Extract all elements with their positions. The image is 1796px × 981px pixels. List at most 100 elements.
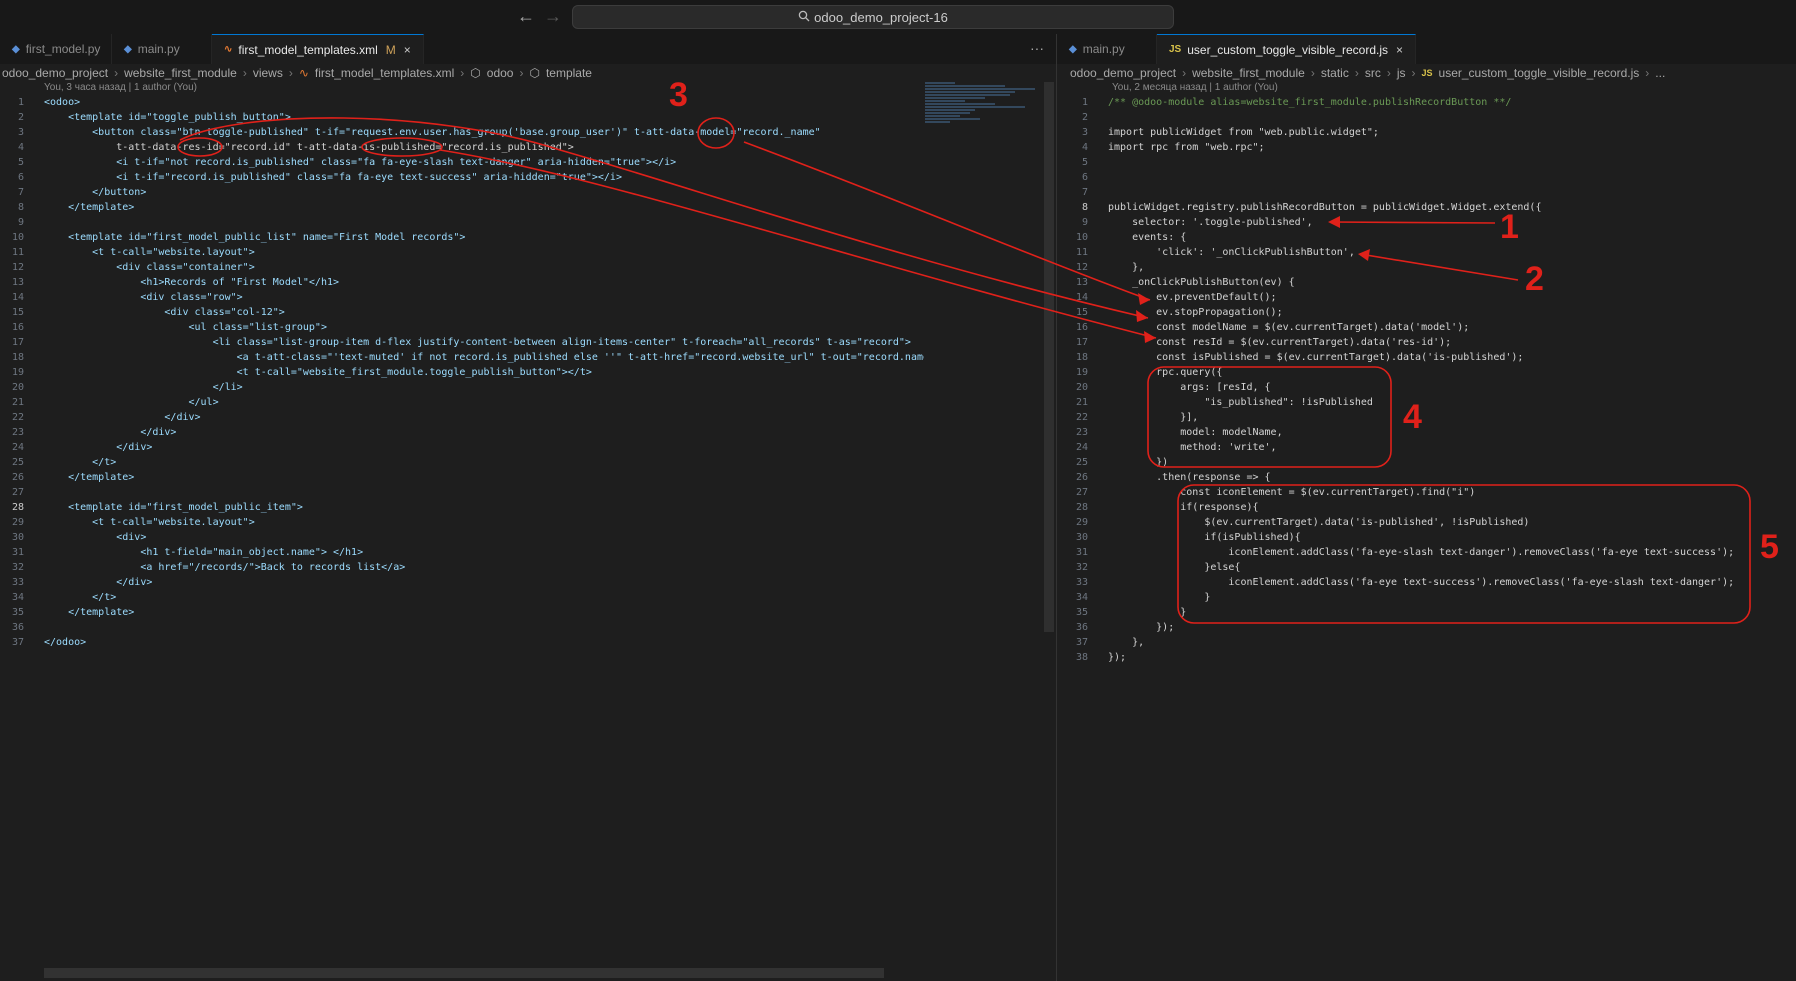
close-icon[interactable]: × xyxy=(1396,42,1404,57)
back-arrow-icon[interactable]: ← xyxy=(517,6,535,26)
code-line[interactable]: 28 <template id="first_model_public_item… xyxy=(0,500,924,515)
code-line[interactable]: 29 <t t-call="website.layout"> xyxy=(0,515,924,530)
minimap[interactable] xyxy=(925,82,1043,142)
left-code-editor[interactable]: 1<odoo>2 <template id="toggle_publish_bu… xyxy=(0,95,924,650)
code-line[interactable]: 6 xyxy=(1064,170,1794,185)
code-line[interactable]: 16 <ul class="list-group"> xyxy=(0,320,924,335)
code-line[interactable]: 22 </div> xyxy=(0,410,924,425)
code-line[interactable]: 25 }) xyxy=(1064,455,1794,470)
code-line[interactable]: 5 xyxy=(1064,155,1794,170)
breadcrumb-item[interactable]: first_model_templates.xml xyxy=(314,65,455,80)
editor-split-divider[interactable] xyxy=(1056,34,1057,981)
code-line[interactable]: 12 }, xyxy=(1064,260,1794,275)
breadcrumb-item[interactable]: website_first_module xyxy=(124,65,237,80)
code-line[interactable]: 14 ev.preventDefault(); xyxy=(1064,290,1794,305)
breadcrumb-item[interactable]: odoo_demo_project xyxy=(2,65,109,80)
code-line[interactable]: 22 }], xyxy=(1064,410,1794,425)
code-line[interactable]: 11 <t t-call="website.layout"> xyxy=(0,245,924,260)
blame-annotation[interactable]: You, 3 часа назад | 1 author (You) xyxy=(44,82,197,93)
code-line[interactable]: 13 <h1>Records of "First Model"</h1> xyxy=(0,275,924,290)
breadcrumb-item[interactable]: js xyxy=(1396,65,1406,80)
code-line[interactable]: 11 'click': '_onClickPublishButton', xyxy=(1064,245,1794,260)
code-line[interactable]: 3 <button class="btn toggle-published" t… xyxy=(0,125,924,140)
code-line[interactable]: 2 xyxy=(1064,110,1794,125)
code-line[interactable]: 38}); xyxy=(1064,650,1794,665)
code-line[interactable]: 9 xyxy=(0,215,924,230)
right-code-editor[interactable]: 1/** @odoo-module alias=website_first_mo… xyxy=(1064,95,1794,665)
code-line[interactable]: 33 iconElement.addClass('fa-eye text-suc… xyxy=(1064,575,1794,590)
code-line[interactable]: 34 } xyxy=(1064,590,1794,605)
code-line[interactable]: 17 const resId = $(ev.currentTarget).dat… xyxy=(1064,335,1794,350)
code-line[interactable]: 24 method: 'write', xyxy=(1064,440,1794,455)
code-line[interactable]: 26 .then(response => { xyxy=(1064,470,1794,485)
code-line[interactable]: 13 _onClickPublishButton(ev) { xyxy=(1064,275,1794,290)
code-line[interactable]: 36 xyxy=(0,620,924,635)
code-line[interactable]: 33 </div> xyxy=(0,575,924,590)
code-line[interactable]: 8 </template> xyxy=(0,200,924,215)
code-line[interactable]: 19 <t t-call="website_first_module.toggl… xyxy=(0,365,924,380)
code-line[interactable]: 26 </template> xyxy=(0,470,924,485)
code-line[interactable]: 31 <h1 t-field="main_object.name"> </h1> xyxy=(0,545,924,560)
code-line[interactable]: 36 }); xyxy=(1064,620,1794,635)
blame-annotation[interactable]: You, 2 месяца назад | 1 author (You) xyxy=(1112,82,1278,93)
forward-arrow-icon[interactable]: → xyxy=(544,6,562,26)
breadcrumb-item[interactable]: website_first_module xyxy=(1192,65,1305,80)
code-line[interactable]: 10 events: { xyxy=(1064,230,1794,245)
code-line[interactable]: 29 $(ev.currentTarget).data('is-publishe… xyxy=(1064,515,1794,530)
code-line[interactable]: 24 </div> xyxy=(0,440,924,455)
code-line[interactable]: 27 xyxy=(0,485,924,500)
code-line[interactable]: 6 <i t-if="record.is_published" class="f… xyxy=(0,170,924,185)
code-line[interactable]: 28 if(response){ xyxy=(1064,500,1794,515)
code-line[interactable]: 37</odoo> xyxy=(0,635,924,650)
code-line[interactable]: 31 iconElement.addClass('fa-eye-slash te… xyxy=(1064,545,1794,560)
breadcrumb-item[interactable]: views xyxy=(252,65,283,80)
breadcrumb-item[interactable]: user_custom_toggle_visible_record.js xyxy=(1438,65,1640,80)
code-line[interactable]: 1<odoo> xyxy=(0,95,924,110)
breadcrumb-item[interactable]: src xyxy=(1364,65,1381,80)
code-line[interactable]: 32 <a href="/records/">Back to records l… xyxy=(0,560,924,575)
horizontal-scrollbar[interactable] xyxy=(44,968,884,978)
code-line[interactable]: 12 <div class="container"> xyxy=(0,260,924,275)
code-line[interactable]: 18 <a t-att-class="'text-muted' if not r… xyxy=(0,350,924,365)
code-line[interactable]: 4 t-att-data-res-id="record.id" t-att-da… xyxy=(0,140,924,155)
code-line[interactable]: 35 } xyxy=(1064,605,1794,620)
code-line[interactable]: 30 if(isPublished){ xyxy=(1064,530,1794,545)
code-line[interactable]: 32 }else{ xyxy=(1064,560,1794,575)
code-line[interactable]: 18 const isPublished = $(ev.currentTarge… xyxy=(1064,350,1794,365)
command-center-search[interactable]: odoo_demo_project-16 xyxy=(572,5,1174,29)
code-line[interactable]: 27 const iconElement = $(ev.currentTarge… xyxy=(1064,485,1794,500)
close-icon[interactable]: × xyxy=(403,42,411,57)
code-line[interactable]: 20 args: [resId, { xyxy=(1064,380,1794,395)
tab-main-py[interactable]: ◆ main.py xyxy=(1057,34,1157,64)
code-line[interactable]: 1/** @odoo-module alias=website_first_mo… xyxy=(1064,95,1794,110)
code-line[interactable]: 25 </t> xyxy=(0,455,924,470)
code-line[interactable]: 7 xyxy=(1064,185,1794,200)
code-line[interactable]: 7 </button> xyxy=(0,185,924,200)
breadcrumb-item[interactable]: static xyxy=(1320,65,1349,80)
code-line[interactable]: 23 model: modelName, xyxy=(1064,425,1794,440)
code-line[interactable]: 37 }, xyxy=(1064,635,1794,650)
more-actions-icon[interactable]: ··· xyxy=(1030,40,1044,56)
code-line[interactable]: 34 </t> xyxy=(0,590,924,605)
breadcrumb-item[interactable]: ... xyxy=(1655,65,1666,80)
vertical-scrollbar[interactable] xyxy=(1044,82,1054,632)
tab-user-custom-toggle-visible-record-js[interactable]: JS user_custom_toggle_visible_record.js … xyxy=(1157,34,1417,64)
code-line[interactable]: 17 <li class="list-group-item d-flex jus… xyxy=(0,335,924,350)
code-line[interactable]: 23 </div> xyxy=(0,425,924,440)
tab-first-model-py[interactable]: ◆ first_model.py xyxy=(0,34,112,64)
breadcrumb-item[interactable]: template xyxy=(545,65,592,80)
code-line[interactable]: 21 "is_published": !isPublished xyxy=(1064,395,1794,410)
code-line[interactable]: 15 ev.stopPropagation(); xyxy=(1064,305,1794,320)
code-line[interactable]: 30 <div> xyxy=(0,530,924,545)
code-line[interactable]: 35 </template> xyxy=(0,605,924,620)
code-line[interactable]: 5 <i t-if="not record.is_published" clas… xyxy=(0,155,924,170)
code-line[interactable]: 2 <template id="toggle_publish_button"> xyxy=(0,110,924,125)
code-line[interactable]: 21 </ul> xyxy=(0,395,924,410)
code-line[interactable]: 9 selector: '.toggle-published', xyxy=(1064,215,1794,230)
tab-first-model-templates-xml[interactable]: ∿ first_model_templates.xml M × xyxy=(212,34,424,64)
code-line[interactable]: 14 <div class="row"> xyxy=(0,290,924,305)
code-line[interactable]: 16 const modelName = $(ev.currentTarget)… xyxy=(1064,320,1794,335)
